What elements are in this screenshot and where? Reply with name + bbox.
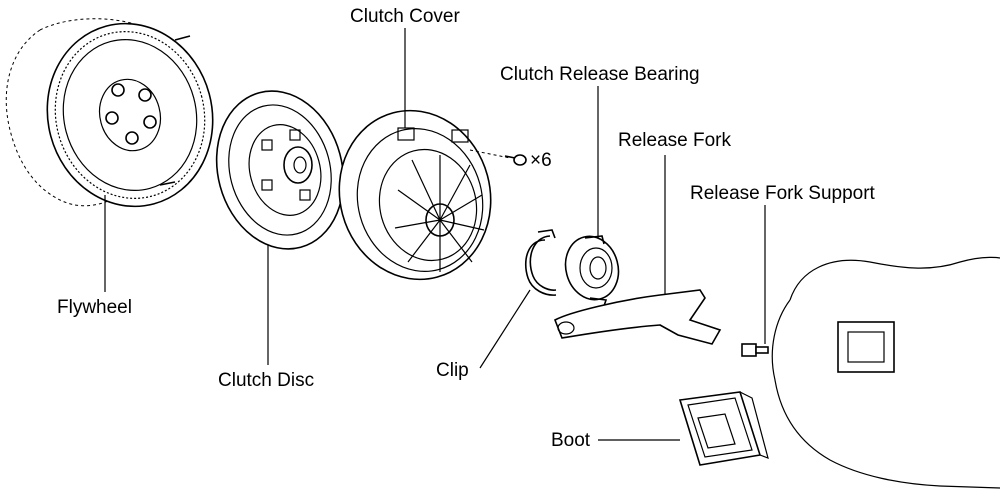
engine-outline — [5, 29, 111, 207]
clutch-disc — [215, 90, 345, 250]
cover-bolt-dashes — [469, 149, 511, 159]
clip — [524, 229, 557, 296]
clutch-release-bearing — [564, 235, 620, 307]
clutch-disc-label: Clutch Disc — [218, 370, 315, 391]
release-fork-support — [741, 343, 769, 357]
boot — [678, 391, 769, 466]
clutch-cover-label: Clutch Cover — [350, 6, 460, 27]
bolt-count-label: ×6 — [530, 150, 552, 171]
release-fork-support-label: Release Fork Support — [690, 183, 875, 204]
flywheel-label: Flywheel — [57, 297, 132, 318]
flywheel — [46, 22, 214, 208]
release-fork — [553, 289, 722, 345]
clip-leader — [479, 289, 531, 369]
release-fork-label: Release Fork — [618, 130, 731, 151]
clutch-release-bearing-label: Clutch Release Bearing — [500, 64, 700, 85]
boot-label: Boot — [551, 430, 591, 451]
clip-label: Clip — [436, 360, 469, 381]
cover-bolt — [504, 154, 527, 166]
transmission-housing — [771, 256, 1000, 489]
clutch-cover — [338, 109, 492, 281]
